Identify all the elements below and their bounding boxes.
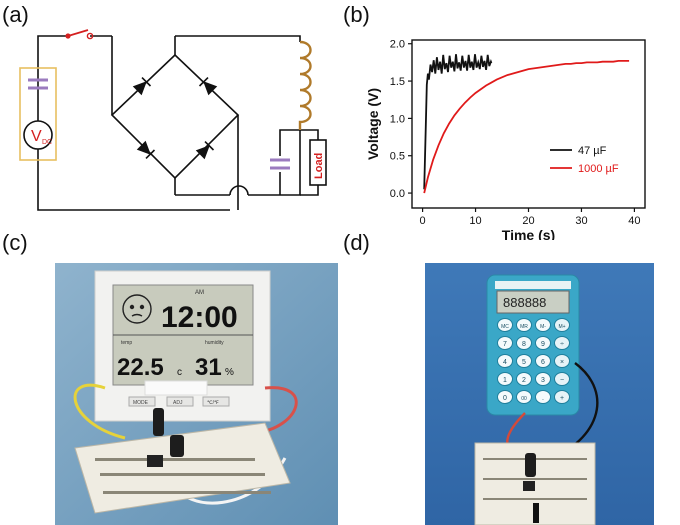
calc-key (554, 354, 570, 368)
lcd-temp: 22.5 (117, 354, 164, 381)
circuit-wires (37, 35, 319, 211)
calc-key-label: − (560, 377, 564, 384)
bridge-diodes (132, 76, 218, 160)
panel-label-d: (d) (343, 230, 370, 255)
source-subscript: DC (42, 139, 52, 146)
calc-key-label: 9 (541, 341, 545, 348)
calc-key (497, 318, 513, 332)
x-tick-label: 40 (628, 215, 640, 227)
calc-key (516, 336, 532, 350)
calc-key-label: 2 (522, 377, 526, 384)
calc-key (535, 336, 551, 350)
calc-key-label: M- (540, 324, 546, 330)
diode-lower-left (136, 140, 156, 160)
circuit-diagram: V DC Load (19, 29, 327, 211)
button-adj: ADJ (173, 400, 183, 406)
face-icon (122, 294, 152, 324)
x-tick-label: 20 (522, 215, 534, 227)
load-label: Load (313, 153, 325, 179)
calc-key (554, 318, 570, 332)
x-tick-label: 0 (420, 215, 426, 227)
calc-key-label: MR (520, 324, 528, 330)
inductor-coil (298, 40, 312, 130)
lcd-humidity-unit: % (225, 367, 234, 378)
calc-key-label: 6 (541, 359, 545, 366)
calculator-display (496, 290, 570, 314)
calc-key-label: 4 (503, 359, 507, 366)
y-axis-label: Voltage (V) (365, 88, 381, 160)
calc-key (554, 390, 570, 404)
calc-key (516, 372, 532, 386)
calc-key (554, 372, 570, 386)
thermometer-buttons: MODE ADJ ℃/℉ (128, 396, 230, 407)
panel-label-c: (c) (2, 230, 28, 255)
panel-label-a: (a) (2, 2, 29, 27)
series-line-0 (423, 54, 493, 190)
y-tick-label: 1.0 (390, 113, 405, 125)
calc-key (516, 318, 532, 332)
calc-key (535, 390, 551, 404)
calc-key (497, 372, 513, 386)
diode-lower-right (195, 140, 215, 160)
dc-source (23, 120, 53, 150)
y-tick-label: 0.5 (390, 151, 405, 163)
calc-key-label: 3 (541, 377, 545, 384)
y-tick-label: 0.0 (390, 188, 405, 200)
calc-key (516, 354, 532, 368)
calc-key (535, 354, 551, 368)
lcd-time: 12:00 (161, 301, 238, 334)
switch (65, 29, 94, 40)
lcd-temp-unit: c (177, 367, 182, 378)
calc-key-label: MC (501, 324, 509, 330)
y-tick-label: 1.5 (390, 76, 405, 88)
diode-upper-left (132, 76, 152, 96)
calc-key (535, 318, 551, 332)
calc-key (535, 372, 551, 386)
panel-label-b: (b) (343, 2, 370, 27)
legend-label-0: 47 µF (578, 145, 607, 157)
y-tick-label: 2.0 (390, 39, 405, 51)
calc-key-label: 5 (522, 359, 526, 366)
calc-key (497, 354, 513, 368)
source-label: V (31, 128, 42, 145)
calc-key-label: 00 (521, 396, 527, 402)
source-capacitor (28, 78, 48, 90)
calc-key (497, 336, 513, 350)
calc-key (497, 390, 513, 404)
calc-key-label: . (542, 395, 544, 402)
lcd-am: AM (195, 290, 204, 296)
lcd-temp-caption: temp (121, 340, 132, 346)
x-axis-label: Time (s) (502, 227, 555, 240)
button-mode: MODE (133, 400, 149, 406)
breadboard (74, 422, 291, 514)
x-tick-label: 10 (469, 215, 481, 227)
calc-key-label: + (560, 395, 564, 402)
calc-key-label: × (560, 359, 564, 366)
load-box (309, 139, 327, 186)
calc-key (554, 336, 570, 350)
calc-key-label: 8 (522, 341, 526, 348)
calc-key (516, 390, 532, 404)
calc-key-label: 1 (503, 377, 507, 384)
lcd-humidity-caption: humidity (205, 340, 224, 346)
source-highlight-box (19, 67, 57, 161)
x-tick-label: 30 (575, 215, 587, 227)
calculator-display-value: 888888 (503, 295, 546, 310)
series-line-1 (423, 60, 630, 194)
diode-upper-right (198, 76, 218, 96)
legend-label-1: 1000 µF (578, 163, 619, 175)
calc-key-label: M+ (558, 324, 565, 330)
button-unit: ℃/℉ (207, 400, 219, 406)
lcd-humidity: 31 (195, 354, 222, 381)
calc-key-label: 0 (503, 395, 507, 402)
calc-key-label: ÷ (560, 341, 564, 348)
calc-key-label: 7 (503, 341, 507, 348)
photo-c-thermometer-setup: AM 12:00 temp humidity 22.5 c 31 % MODE … (55, 263, 338, 525)
